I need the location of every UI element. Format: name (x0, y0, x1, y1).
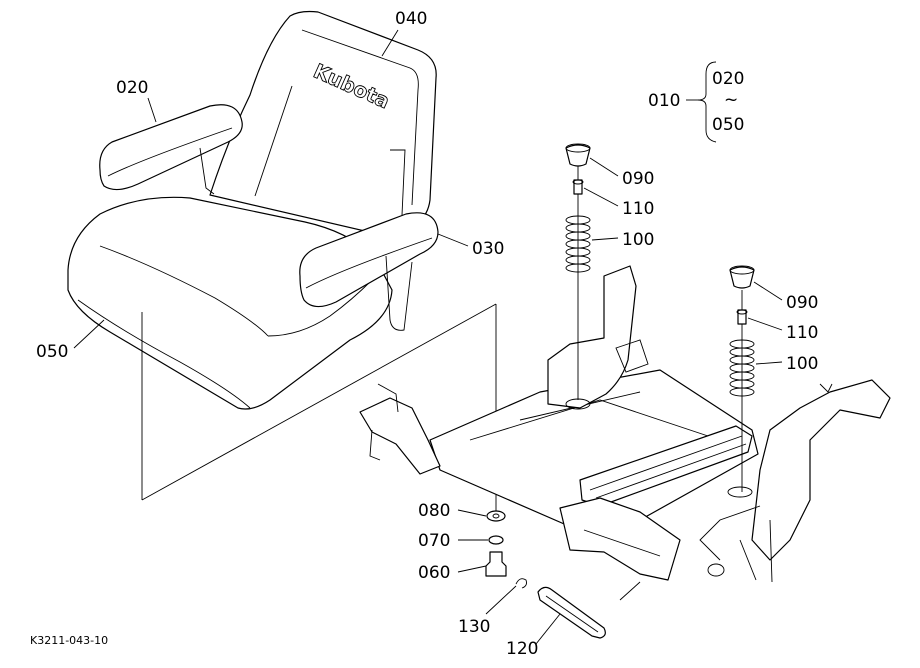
projection-bottom (141, 303, 497, 501)
leader-060 (457, 565, 487, 573)
leader-050 (73, 319, 105, 349)
armrest-right-line (305, 237, 433, 289)
leader-090a (589, 157, 619, 177)
label-110-left: 110 (622, 199, 654, 219)
label-080: 080 (418, 501, 450, 521)
armrest-left-line (107, 127, 233, 177)
leader-130 (485, 585, 517, 615)
label-120: 120 (506, 639, 538, 659)
pin-130 (515, 578, 527, 589)
armrest-right-support (385, 255, 413, 331)
label-090-right: 090 (786, 293, 818, 313)
label-130: 130 (458, 617, 490, 637)
cap-090-right (729, 266, 755, 289)
left-hook (377, 383, 399, 413)
right-lower-boss (707, 563, 725, 577)
leader-030 (437, 233, 469, 247)
frame-rear-upright (547, 265, 637, 409)
leader-110a (583, 187, 619, 207)
bolt-110-left (573, 179, 583, 195)
armrest-left-support (199, 147, 215, 195)
bottom-edge (619, 581, 641, 601)
rear-upright-hole (615, 339, 649, 373)
group-tilde: ~ (724, 90, 738, 110)
lever-grip-line (545, 595, 599, 633)
leader-120 (535, 613, 561, 645)
leader-lines (73, 29, 783, 645)
label-110-right: 110 (786, 323, 818, 343)
washer-080-hole (492, 513, 500, 519)
left-leg (369, 429, 381, 461)
leader-110b (747, 317, 783, 331)
slide-rail-line (589, 435, 743, 491)
seat-frame (359, 265, 891, 601)
bolt-060 (485, 551, 507, 577)
armrest-left (99, 104, 243, 191)
spring-100-left (565, 215, 591, 273)
bolt-110-right-head (736, 309, 748, 315)
leader-100b (755, 361, 783, 365)
group-label-010: 010 (648, 91, 680, 111)
frame-top-edge (469, 399, 721, 441)
bolt-110-right (737, 309, 747, 325)
spring-stack-right (729, 265, 755, 492)
right-panel-hook (819, 383, 833, 393)
cushion-seam-2 (267, 279, 373, 337)
group-bracket (686, 61, 717, 143)
label-060: 060 (418, 563, 450, 583)
leader-100a (591, 237, 619, 241)
label-100-left: 100 (622, 230, 654, 250)
leader-040 (381, 29, 399, 57)
cap-090-left-top (565, 143, 591, 153)
right-panel-line (699, 505, 761, 561)
part-labels: 040 020 030 050 090 110 100 090 110 100 … (30, 9, 818, 659)
right-lower-line-2 (769, 519, 773, 583)
backrest-inner-line (301, 29, 419, 206)
spring-100-right (729, 339, 755, 397)
cushion-front (77, 299, 251, 409)
slide-rail-line-2 (595, 443, 747, 499)
seat-cushion (67, 196, 393, 410)
frame-front-bracket (559, 497, 681, 581)
backrest-seam (254, 85, 293, 197)
label-100-right: 100 (786, 354, 818, 374)
label-070: 070 (418, 531, 450, 551)
cap-090-right-top (729, 265, 755, 275)
label-030: 030 (472, 239, 504, 259)
lever-assembly (515, 578, 606, 639)
label-020: 020 (116, 78, 148, 98)
frame-left-bracket (359, 397, 441, 475)
armrest-right (299, 212, 439, 308)
front-bracket-line (583, 529, 661, 557)
leader-080 (457, 509, 487, 517)
leader-090b (753, 281, 783, 301)
cushion-seam (99, 245, 269, 337)
drawing-code: K3211-043-10 (30, 634, 108, 647)
frame-right-panel (751, 379, 891, 561)
backrest-seam-2 (390, 149, 406, 216)
fastener-stack (485, 510, 507, 577)
washer-080 (486, 510, 506, 522)
right-lower-line (739, 539, 757, 581)
leader-020 (147, 97, 157, 123)
cap-090-left (565, 144, 591, 167)
group-from-020: 020 (712, 69, 744, 89)
front-mount-pad (727, 486, 753, 498)
label-040: 040 (395, 9, 427, 29)
slide-rail (579, 425, 753, 507)
spring-stack-left (565, 143, 591, 400)
label-050: 050 (36, 342, 68, 362)
label-090-left: 090 (622, 169, 654, 189)
group-to-050: 050 (712, 115, 744, 135)
seat-assembly: Kubota (67, 10, 439, 410)
lock-washer-070 (488, 535, 504, 545)
bolt-110-left-head (572, 179, 584, 185)
